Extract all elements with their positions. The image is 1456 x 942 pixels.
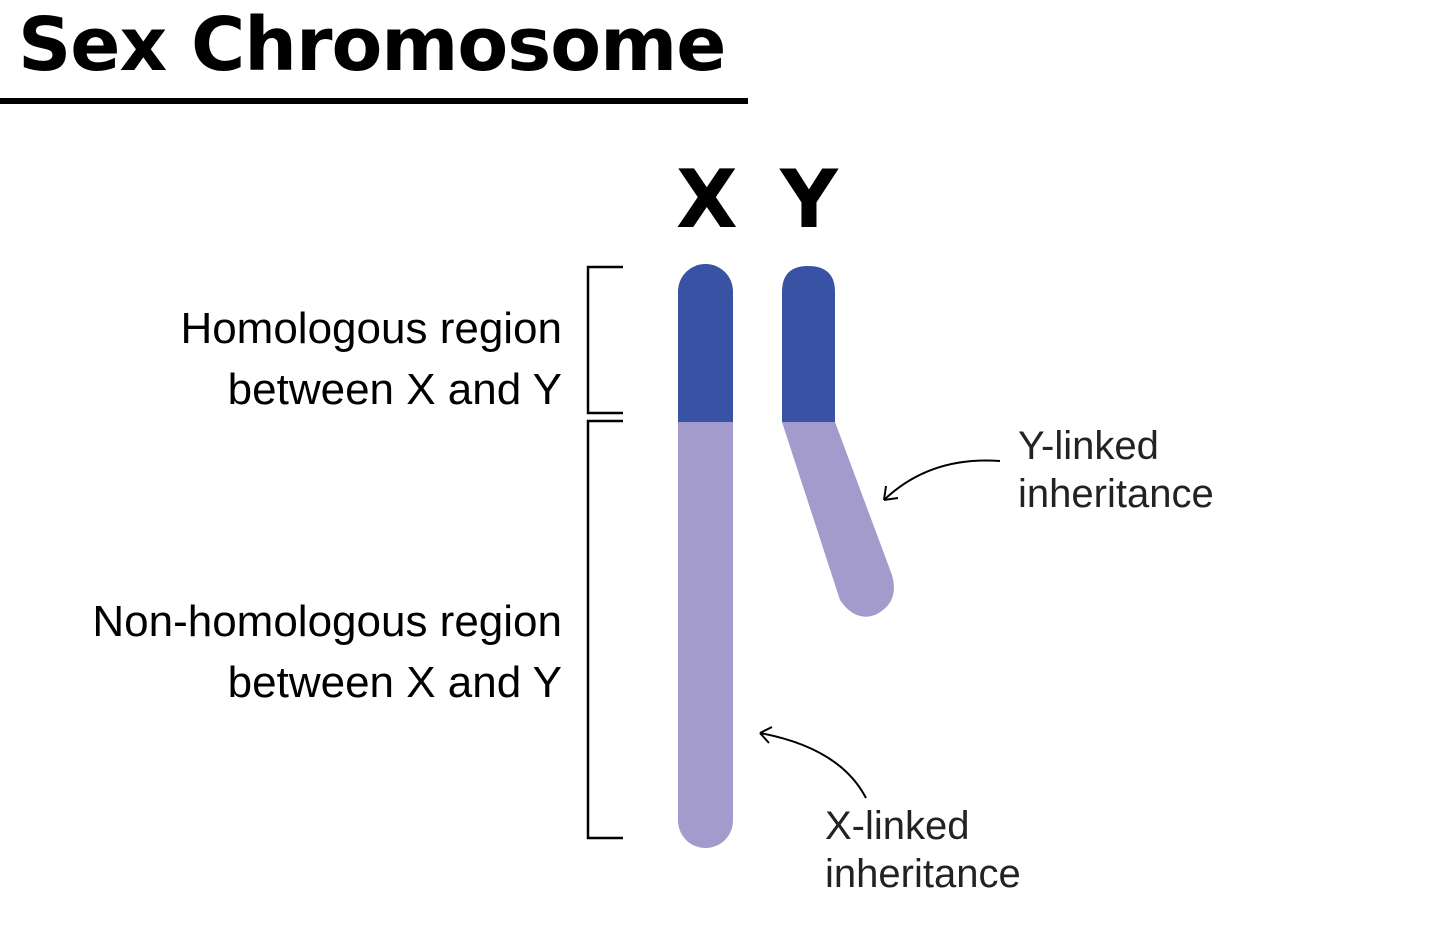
- y-chromosome: [782, 266, 894, 617]
- homologous-region-label: Homologous region between X and Y: [180, 298, 562, 420]
- non-homologous-region-bracket: [586, 419, 623, 840]
- x-linked-annotation-line2: inheritance: [825, 852, 1021, 896]
- y-linked-arrow: [883, 459, 1001, 501]
- x-chromosome-label: X: [676, 153, 738, 246]
- y-linked-annotation-line1: Y-linked: [1018, 424, 1159, 468]
- non-homologous-region-label-line1: Non-homologous region: [92, 597, 562, 646]
- x-chromosome-non-homologous-segment: [678, 422, 733, 848]
- page-title: Sex Chromosome: [18, 2, 726, 88]
- y-linked-annotation-line2: inheritance: [1018, 472, 1214, 516]
- y-chromosome-non-homologous-segment: [782, 422, 894, 617]
- x-chromosome: [678, 264, 733, 848]
- x-linked-annotation-line1: X-linked: [825, 804, 970, 848]
- homologous-region-label-line1: Homologous region: [180, 304, 562, 353]
- x-chromosome-homologous-segment: [678, 264, 733, 422]
- title-underline: [0, 98, 748, 104]
- homologous-region-bracket: [586, 265, 623, 415]
- y-chromosome-homologous-segment: [782, 266, 835, 422]
- y-chromosome-label: Y: [780, 153, 838, 246]
- x-linked-arrow: [759, 726, 867, 799]
- y-linked-annotation: Y-linked inheritance: [1018, 422, 1214, 518]
- non-homologous-region-label: Non-homologous region between X and Y: [92, 591, 562, 713]
- non-homologous-region-label-line2: between X and Y: [227, 658, 562, 707]
- homologous-region-label-line2: between X and Y: [227, 365, 562, 414]
- x-linked-annotation: X-linked inheritance: [825, 802, 1021, 898]
